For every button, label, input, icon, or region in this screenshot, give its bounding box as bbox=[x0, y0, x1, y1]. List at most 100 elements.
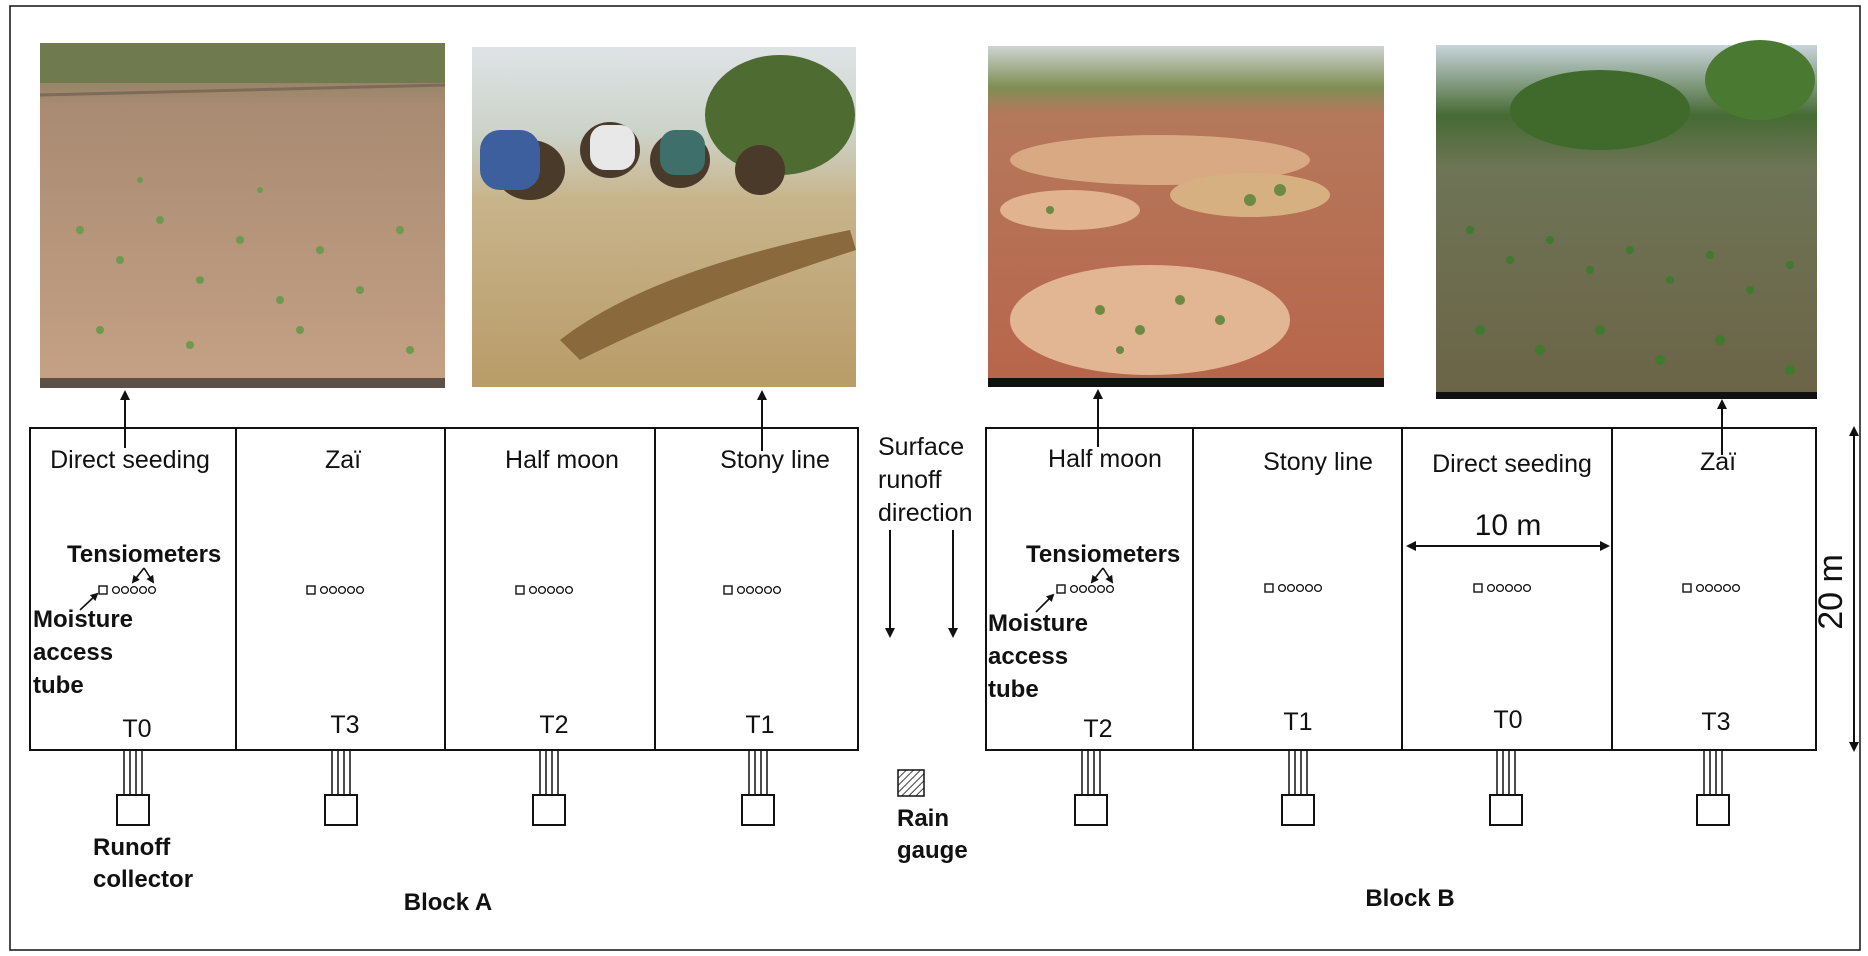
tensiometer bbox=[120, 585, 130, 595]
plot-code-a3: T1 bbox=[745, 711, 774, 739]
tensiometer bbox=[1522, 583, 1532, 593]
runoff-collector bbox=[1489, 750, 1523, 826]
plot-code-a0: T0 bbox=[122, 715, 151, 743]
moisture-label-b-2: access bbox=[988, 643, 1068, 670]
tensiometers-label-b: Tensiometers bbox=[1026, 541, 1180, 568]
tensiometer-set bbox=[306, 585, 365, 595]
moisture-label-a-2: access bbox=[33, 639, 113, 666]
tensiometer bbox=[564, 585, 574, 595]
runoff-collector bbox=[1696, 750, 1730, 826]
collector-layer bbox=[116, 750, 1730, 826]
moisture-access-tube bbox=[1056, 584, 1066, 594]
runoff-collector bbox=[1281, 750, 1315, 826]
tensiometer bbox=[1504, 583, 1514, 593]
tensiometer bbox=[754, 585, 764, 595]
plot-name-a1: Zaï bbox=[325, 446, 361, 474]
surface-runoff-3: direction bbox=[878, 499, 973, 527]
tensiometer bbox=[1731, 583, 1741, 593]
plot-name-a0: Direct seeding bbox=[50, 446, 210, 474]
plot-code-a2: T2 bbox=[539, 711, 568, 739]
tensiometer bbox=[1069, 584, 1079, 594]
plot-name-b0: Half moon bbox=[1048, 445, 1162, 473]
block-a-title: Block A bbox=[404, 889, 492, 916]
plot-name-a3: Stony line bbox=[720, 446, 830, 474]
moisture-label-b-1: Moisture bbox=[988, 610, 1088, 637]
moisture-access-tube bbox=[1682, 583, 1692, 593]
moisture-access-tube bbox=[306, 585, 316, 595]
photo-half-moon bbox=[988, 46, 1384, 387]
moisture-access-tube bbox=[723, 585, 733, 595]
moisture-label-b-3: tube bbox=[988, 676, 1039, 703]
tensiometer bbox=[337, 585, 347, 595]
tensiometer-set bbox=[98, 585, 157, 595]
sensor-layer bbox=[98, 583, 1741, 595]
tensiometer bbox=[1486, 583, 1496, 593]
tensiometer bbox=[1078, 584, 1088, 594]
rain-gauge-label-1: Rain bbox=[897, 805, 949, 832]
runoff-collector bbox=[741, 750, 775, 826]
tensiometer bbox=[1087, 584, 1097, 594]
tensiometer bbox=[1313, 583, 1323, 593]
plot-code-b2: T0 bbox=[1493, 706, 1522, 734]
block-b-title: Block B bbox=[1365, 885, 1454, 912]
moisture-label-a-3: tube bbox=[33, 672, 84, 699]
runoff-collector bbox=[116, 750, 150, 826]
moisture-pointer-a bbox=[79, 592, 99, 611]
photo-zai bbox=[1436, 40, 1817, 399]
plot-code-b0: T2 bbox=[1083, 715, 1112, 743]
tensiometer bbox=[736, 585, 746, 595]
tensiometer bbox=[1695, 583, 1705, 593]
tensiometer-pointer-a1 bbox=[131, 567, 145, 584]
plot-name-a2: Half moon bbox=[505, 446, 619, 474]
tensiometer-pointer-b1 bbox=[1090, 567, 1104, 584]
moisture-access-tube bbox=[515, 585, 525, 595]
runoff-collector bbox=[532, 750, 566, 826]
tensiometer bbox=[537, 585, 547, 595]
surface-runoff: Surface runoff direction bbox=[878, 433, 973, 638]
tensiometer bbox=[1304, 583, 1314, 593]
tensiometer bbox=[1713, 583, 1723, 593]
runoff-collector bbox=[1074, 750, 1108, 826]
surface-runoff-1: Surface bbox=[878, 433, 964, 461]
tensiometer bbox=[1105, 584, 1115, 594]
tensiometer bbox=[147, 585, 157, 595]
photo-stony-line bbox=[472, 47, 856, 387]
plot-code-a1: T3 bbox=[330, 711, 359, 739]
tensiometer bbox=[1286, 583, 1296, 593]
tensiometer-set bbox=[723, 585, 782, 595]
tensiometer bbox=[328, 585, 338, 595]
tensiometer-set bbox=[1682, 583, 1741, 593]
runoff-label-1: Runoff bbox=[93, 834, 171, 861]
tensiometer bbox=[319, 585, 329, 595]
tensiometer bbox=[1704, 583, 1714, 593]
figure-frame bbox=[9, 5, 1861, 951]
surface-runoff-2: runoff bbox=[878, 466, 942, 494]
tensiometers-label-a: Tensiometers bbox=[67, 541, 221, 568]
tensiometer bbox=[1495, 583, 1505, 593]
photo-direct-seeding bbox=[39, 43, 446, 388]
tensiometer bbox=[555, 585, 565, 595]
tensiometer bbox=[129, 585, 139, 595]
tensiometer bbox=[138, 585, 148, 595]
runoff-collector bbox=[324, 750, 358, 826]
runoff-label-2: collector bbox=[93, 866, 193, 893]
tensiometer-pointer-b2 bbox=[1102, 567, 1114, 584]
moisture-pointer-b bbox=[1035, 593, 1055, 613]
plot-name-b3: Zaï bbox=[1700, 448, 1736, 476]
plot-name-b2: Direct seeding bbox=[1432, 450, 1592, 478]
width-dimension-label: 10 m bbox=[1475, 509, 1542, 542]
tensiometer bbox=[546, 585, 556, 595]
rain-gauge-label-2: gauge bbox=[897, 837, 968, 864]
tensiometer bbox=[772, 585, 782, 595]
rain-gauge-symbol bbox=[897, 769, 925, 797]
plot-code-b1: T1 bbox=[1283, 708, 1312, 736]
tensiometer bbox=[346, 585, 356, 595]
block-b: Half moon Stony line Direct seeding Zaï … bbox=[985, 427, 1817, 912]
tensiometer bbox=[1722, 583, 1732, 593]
tensiometer bbox=[745, 585, 755, 595]
moisture-label-a-1: Moisture bbox=[33, 606, 133, 633]
tensiometer bbox=[528, 585, 538, 595]
moisture-access-tube bbox=[1264, 583, 1274, 593]
tensiometer bbox=[111, 585, 121, 595]
tensiometer bbox=[1513, 583, 1523, 593]
